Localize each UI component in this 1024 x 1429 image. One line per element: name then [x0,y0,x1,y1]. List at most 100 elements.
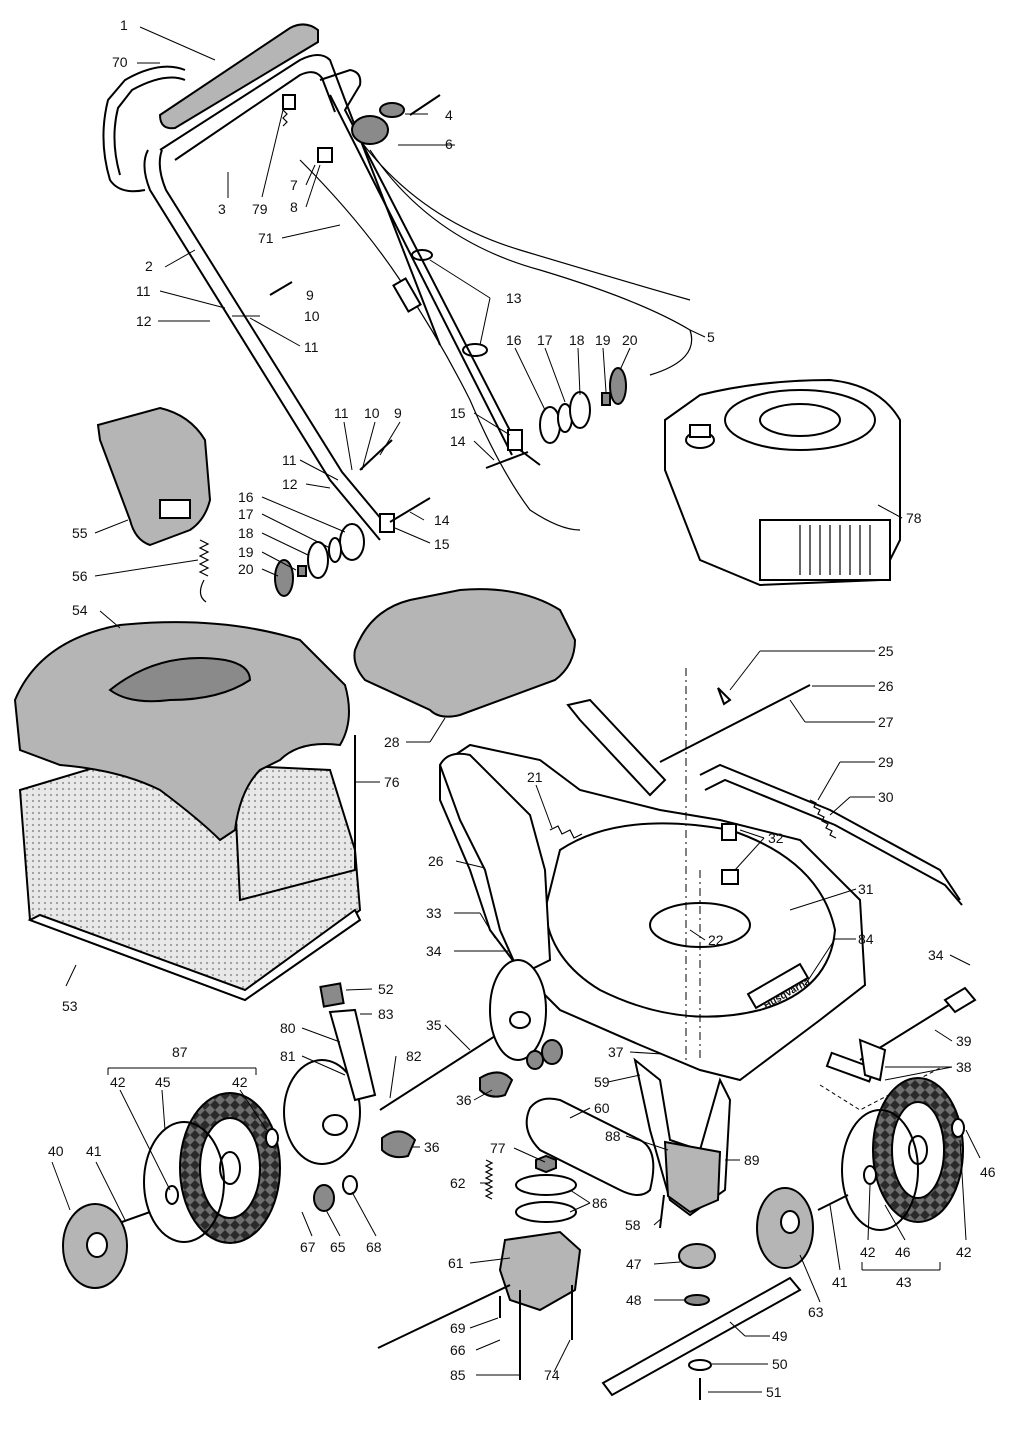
brand-plate [746,962,810,1010]
callout-34b: 34 [928,947,944,963]
right-handle-tube-2 [329,94,513,456]
bail-bar-2 [113,76,186,176]
nut-77 [535,1154,557,1174]
front-axle-bracket [943,986,977,1014]
callout-29: 29 [878,754,894,770]
knob-19b [297,565,307,577]
callout-61: 61 [448,1255,464,1271]
bolt-14a [485,451,529,469]
bolt-41b [817,1194,849,1211]
callout-26a: 26 [878,678,894,694]
fitting-32 [721,823,737,841]
callout-42b: 42 [232,1074,248,1090]
wheel-cover-left [283,1059,361,1165]
callout-37: 37 [608,1044,624,1060]
callout-39: 39 [956,1033,972,1049]
callout-80: 80 [280,1020,296,1036]
deck-31: Husqvarna [438,684,963,1082]
callout-32: 32 [768,830,784,846]
callout-13: 13 [506,290,522,306]
bracket-15a [507,429,523,451]
callout-1: 1 [120,17,128,33]
washer-42d [951,1118,965,1138]
callout-20a: 20 [622,332,638,348]
right-wheel-43 [756,1077,965,1269]
callout-79: 79 [252,201,268,217]
bag-floor [27,908,362,1002]
callout-68: 68 [366,1239,382,1255]
gear-b [541,1039,563,1065]
callout-22: 22 [708,932,724,948]
washer-68 [342,1175,358,1195]
callout-10a: 10 [304,308,320,324]
callout-58: 58 [625,1217,641,1233]
gear-a [526,1050,544,1070]
bolt-9a [269,281,293,296]
callout-43: 43 [896,1274,912,1290]
callout-59: 59 [594,1074,610,1090]
callout-14b: 14 [434,512,450,528]
callout-11b: 11 [304,339,319,355]
callout-17a: 17 [537,332,553,348]
callout-53: 53 [62,998,78,1014]
right-knob-set [485,367,627,469]
callout-42c: 42 [860,1244,876,1260]
gearbox-61 [498,1230,582,1312]
washer-50 [688,1359,712,1371]
callout-labels: 1 70 4 6 3 79 7 8 71 2 9 11 10 12 11 13 … [48,17,996,1400]
callout-65: 65 [330,1239,346,1255]
callout-18b: 18 [238,525,254,541]
right-handle-tube [319,68,541,466]
callout-41b: 41 [832,1274,848,1290]
engine-78 [664,378,901,587]
callout-10b: 10 [364,405,380,421]
callout-60: 60 [594,1100,610,1116]
callout-81: 81 [280,1048,296,1064]
callout-9a: 9 [306,287,314,303]
callout-63: 63 [808,1304,824,1320]
callout-48: 48 [626,1292,642,1308]
callout-69: 69 [450,1320,466,1336]
callout-52: 52 [378,981,394,997]
driveshaft [377,1284,511,1349]
o-ring-45 [143,1121,225,1243]
cable-clip-13b [411,249,433,261]
callout-36a: 36 [456,1092,472,1108]
callout-88: 88 [605,1128,621,1144]
callout-51: 51 [766,1384,782,1400]
deck-bracket [566,698,667,797]
callout-84: 84 [858,931,874,947]
callout-76: 76 [384,774,400,790]
callout-16b: 16 [238,489,254,505]
spring-30 [809,799,837,839]
callout-19b: 19 [238,544,254,560]
callout-11a: 11 [136,283,151,299]
callout-19a: 19 [595,332,611,348]
callout-3: 3 [218,201,226,217]
drive-cover-hub [509,1011,531,1029]
left-side-plate [438,752,552,977]
callout-21: 21 [527,769,543,785]
knob-washer-16b [339,523,365,561]
callout-4: 4 [445,107,453,123]
spring-21 [549,825,583,839]
knob-20b [274,559,294,597]
callout-46a: 46 [980,1164,996,1180]
callout-17b: 17 [238,506,254,522]
callout-42a: 42 [110,1074,126,1090]
drive-cover-35 [489,959,547,1061]
callout-42d: 42 [956,1244,972,1260]
left-knob-set [269,281,431,597]
callout-6: 6 [445,136,453,152]
callout-18a: 18 [569,332,585,348]
callout-12b: 12 [282,476,298,492]
callout-49: 49 [772,1328,788,1344]
callout-8: 8 [290,199,298,215]
washer-42c [863,1165,877,1185]
callout-34a: 34 [426,943,442,959]
rod-27 [659,684,811,763]
spring-56 [198,539,210,603]
callout-85: 85 [450,1367,466,1383]
